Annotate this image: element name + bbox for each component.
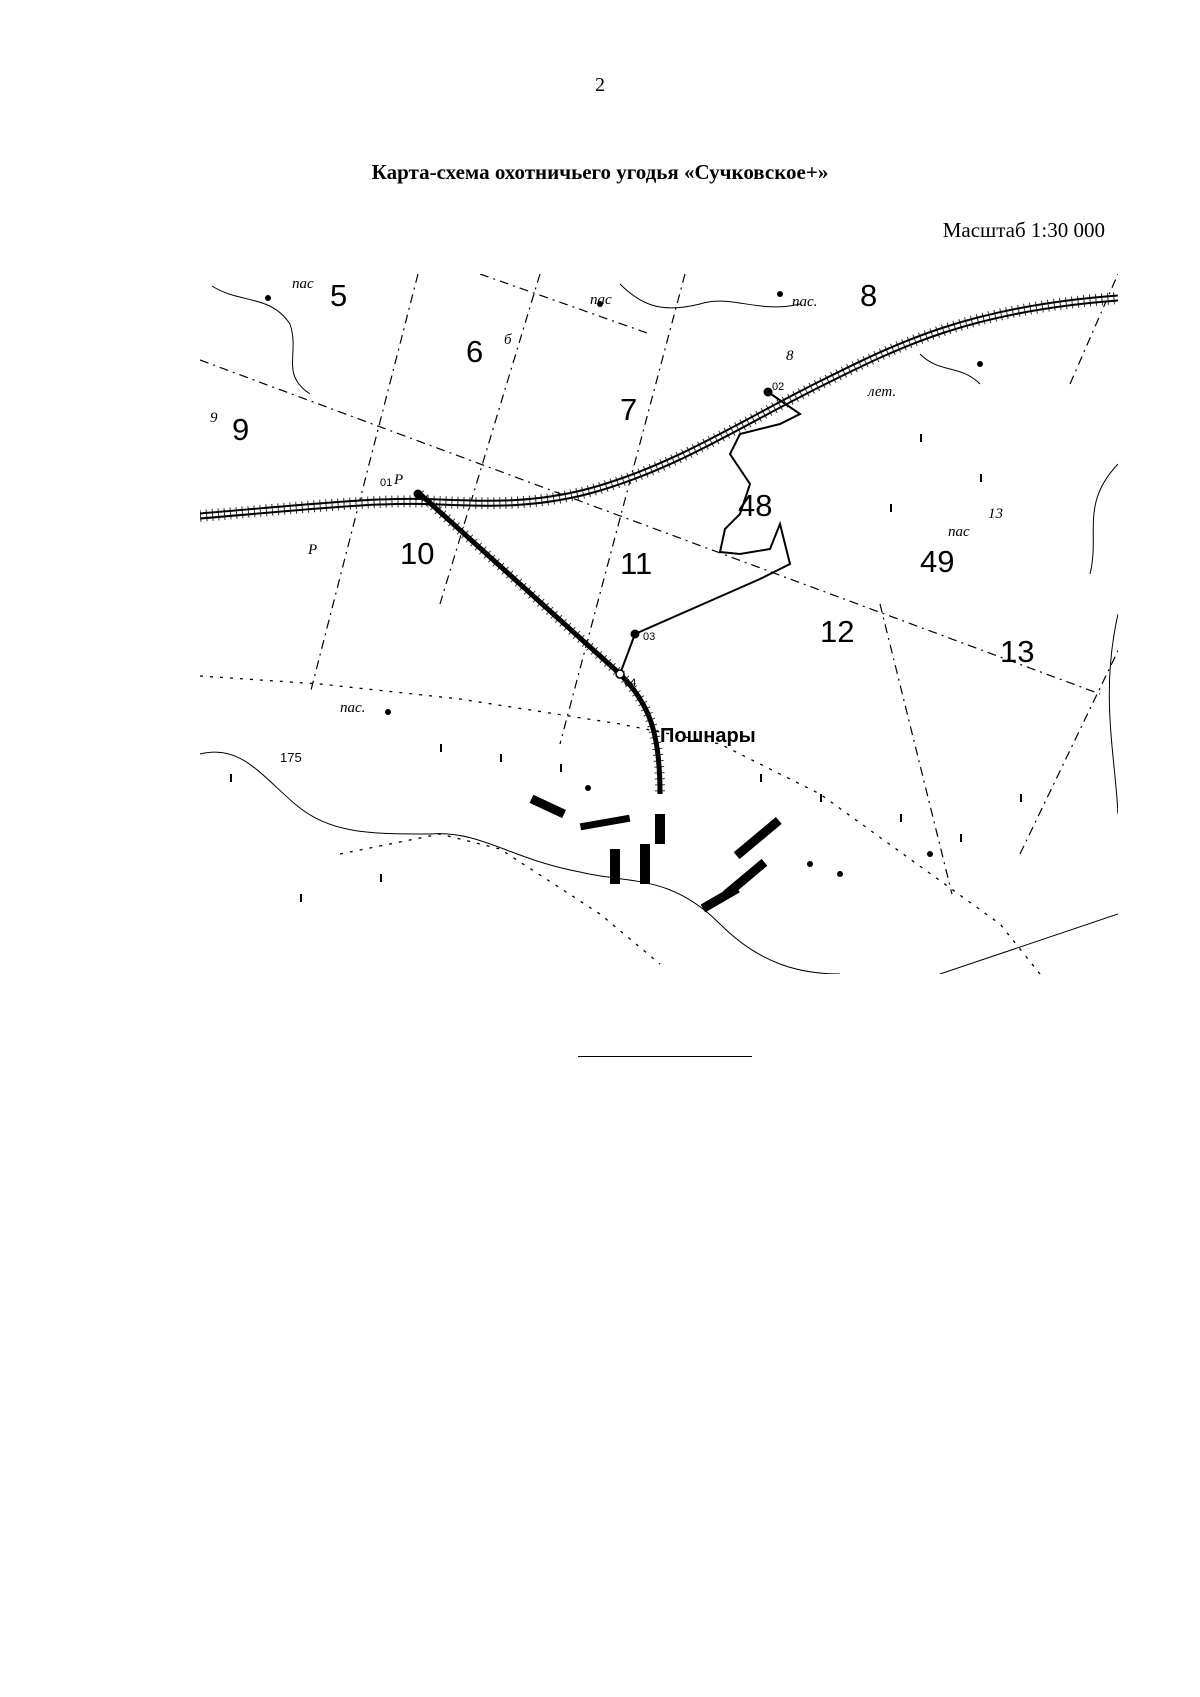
terrain-label: лет. [867,384,896,400]
terrain-label: пас [948,524,970,540]
settlement-buildings [529,794,782,913]
boundary-point-04 [615,669,625,679]
railway [200,292,1118,795]
block-label: 13 [1000,634,1034,669]
block-label: 9 [232,412,249,447]
boundary-points [413,387,773,679]
terrain-label: пас. [340,700,365,716]
power-lines [200,675,1041,974]
scale-label: Масштаб 1:30 000 [942,218,1105,242]
block-label: 8 [860,278,877,313]
block-label: 48 [738,488,772,523]
page-number: 2 [595,74,605,96]
map-title: Карта-схема охотничьего угодья «Сучковск… [371,160,829,184]
block-label: 5 [330,278,347,313]
boundary-point-03 [630,629,640,639]
map-marks [230,291,1022,902]
map-canvas: 01 02 03 04 5 6 7 8 9 10 11 12 13 48 49 … [200,274,1118,974]
point-label-02: 02 [772,381,784,393]
block-label: 49 [920,544,954,579]
block-label: 7 [620,392,637,427]
block-label: 6 [466,334,483,369]
block-label: 12 [820,614,854,649]
terrain-label: Р [307,542,317,558]
block-label: 11 [620,546,652,581]
terrain-label: 13 [988,506,1003,522]
terrain-lines [200,283,1118,974]
terrain-label: пас. [792,294,817,310]
terrain-label: Р [393,472,403,488]
settlement-label: Пошнары [660,725,756,747]
terrain-label: 9 [210,410,218,426]
block-label: 10 [400,536,434,571]
point-label-04: 04 [624,677,636,689]
elevation-label: 175 [280,750,302,765]
terrain-label: б [504,332,512,348]
terrain-label: пас [292,276,314,292]
hunting-ground-map: 01 02 03 04 5 6 7 8 9 10 11 12 13 48 49 … [200,274,1118,974]
boundary-point-02 [763,387,773,397]
hunting-ground-boundary [419,391,802,676]
terrain-label: 8 [786,348,794,364]
point-label-03: 03 [643,631,655,643]
boundary-point-01 [413,489,423,499]
footnote-separator [578,1056,752,1057]
point-label-01: 01 [380,477,392,489]
block-boundaries [200,274,1118,895]
terrain-label: пас [590,292,612,308]
